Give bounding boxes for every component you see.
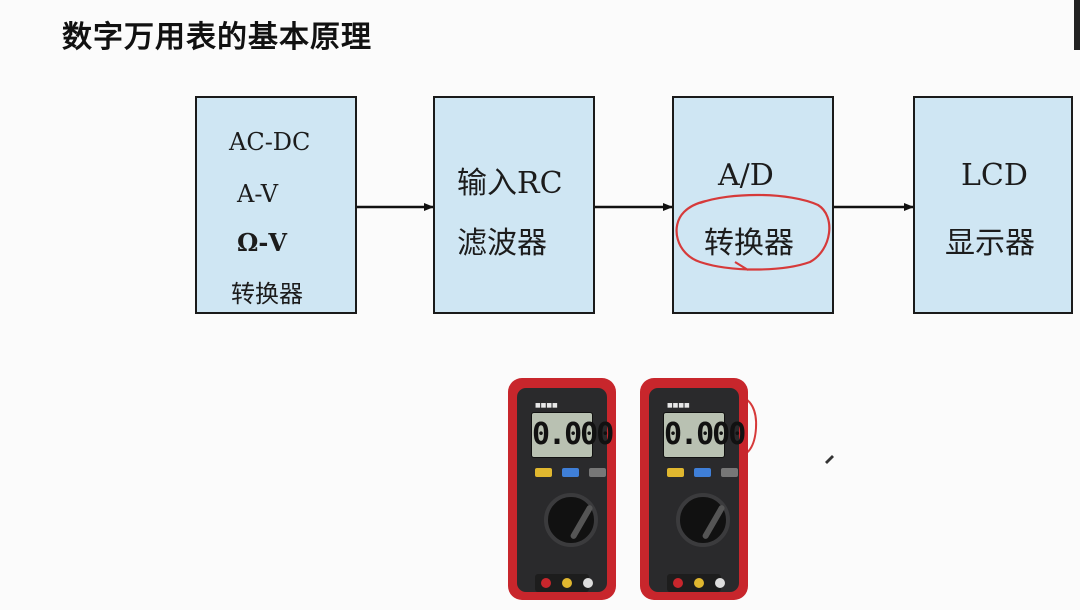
block-line: A/D bbox=[718, 158, 774, 193]
block-lcd-display: LCD 显示器 bbox=[913, 96, 1073, 314]
rotary-dial bbox=[676, 493, 730, 547]
rotary-dial bbox=[544, 493, 598, 547]
block-line: 显示器 bbox=[945, 226, 1035, 261]
block-line: Ω-V bbox=[237, 228, 287, 257]
page-title: 数字万用表的基本原理 bbox=[62, 20, 372, 55]
block-line: AC-DC bbox=[229, 128, 311, 156]
multimeter-photo-left: ■■■■ 0.000 bbox=[508, 378, 616, 600]
block-line: 输入RC bbox=[457, 166, 563, 201]
block-line: 滤波器 bbox=[457, 226, 547, 261]
block-ac-dc-converter: AC-DC A-V Ω-V 转换器 bbox=[195, 96, 357, 314]
pen-cursor-icon bbox=[825, 455, 834, 464]
block-line: A-V bbox=[237, 180, 279, 208]
block-line: LCD bbox=[961, 158, 1028, 193]
block-line: 转换器 bbox=[231, 280, 303, 308]
hand-drawn-circle-annotation bbox=[675, 193, 831, 271]
multimeter-photo-right: ■■■■ 0.000 bbox=[640, 378, 748, 600]
multimeter-logo: ■■■■ bbox=[667, 402, 690, 409]
lcd-reading: 0.000 bbox=[664, 417, 746, 452]
block-line: 转换器 bbox=[704, 226, 794, 261]
lcd-screen: 0.000 bbox=[663, 412, 746, 458]
lcd-reading: 0.000 bbox=[532, 417, 614, 452]
edge-strip bbox=[1074, 0, 1080, 50]
block-ad-converter: A/D 转换器 bbox=[672, 96, 834, 314]
multimeter-logo: ■■■■ bbox=[535, 402, 558, 409]
block-rc-filter: 输入RC 滤波器 bbox=[433, 96, 595, 314]
lcd-screen: 0.000 bbox=[531, 412, 614, 458]
